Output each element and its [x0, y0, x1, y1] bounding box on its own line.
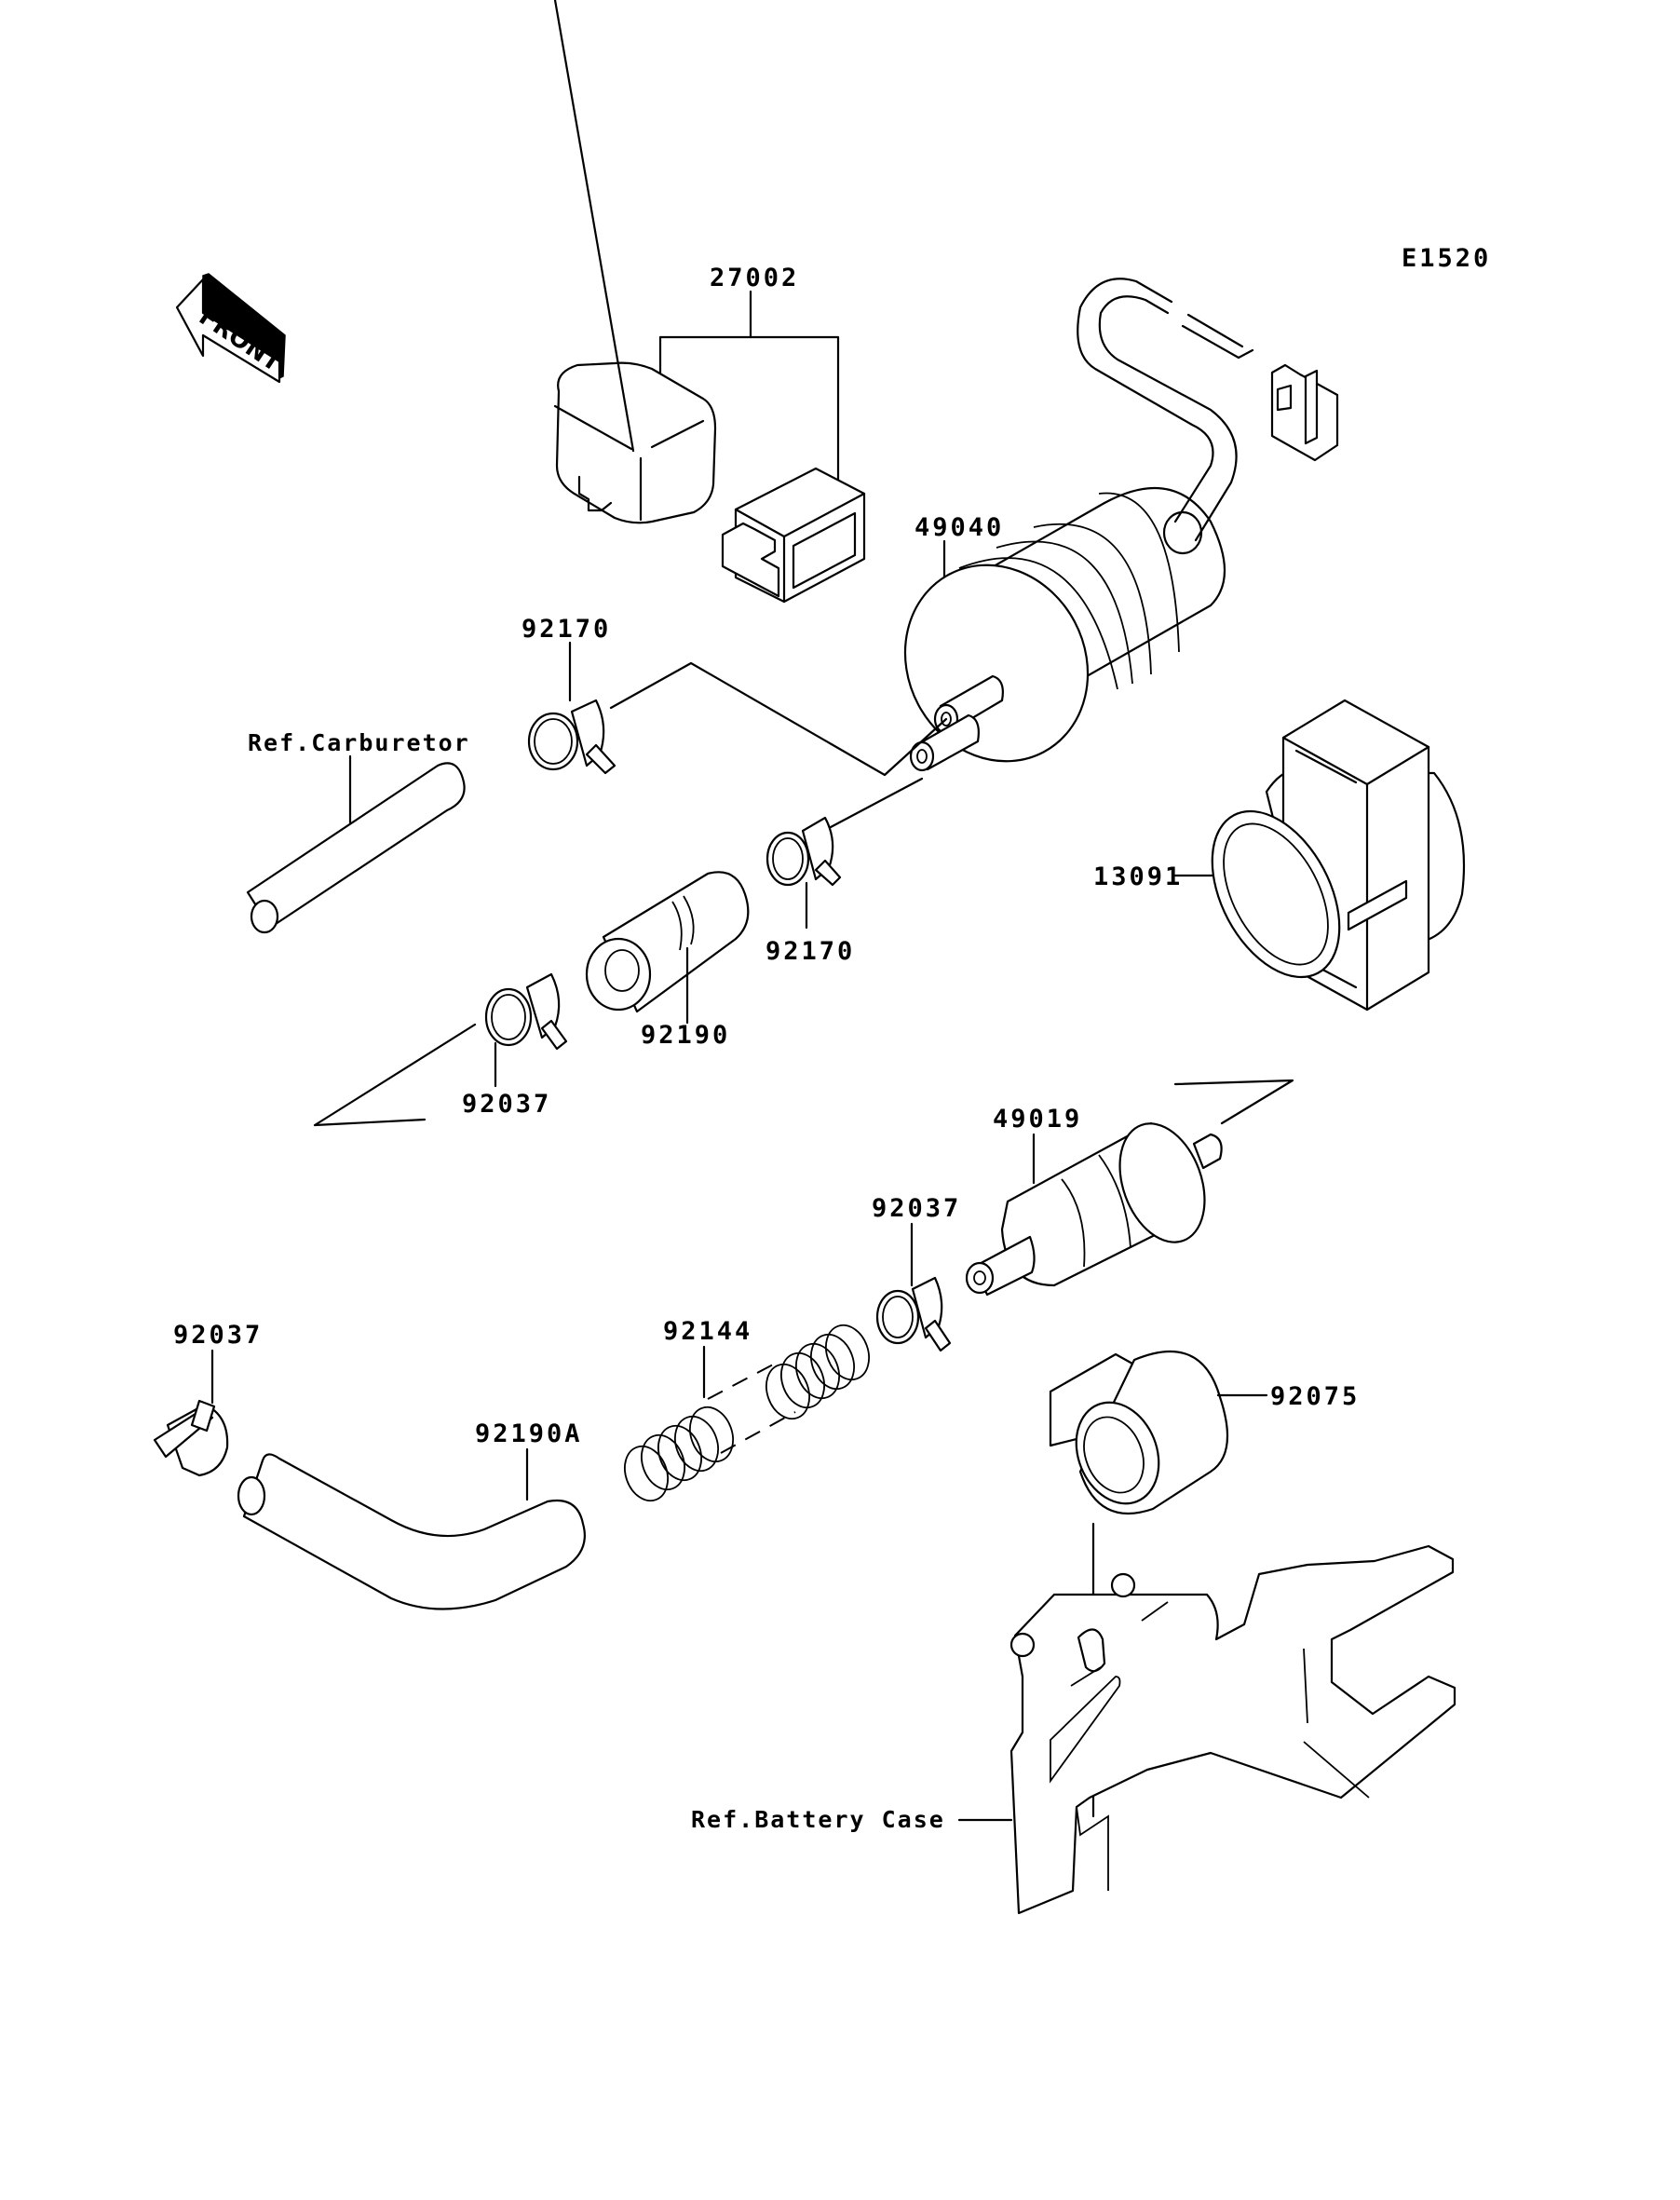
part-label-13091[interactable]: 13091 [1093, 862, 1183, 891]
part-label-92190[interactable]: 92190 [641, 1021, 730, 1050]
part-label-92170-upper[interactable]: 92170 [522, 615, 611, 644]
part-label-92144[interactable]: 92144 [663, 1317, 752, 1346]
part-label-92190A[interactable]: 92190A [475, 1419, 583, 1448]
pump-holder-13091[interactable] [1186, 699, 1466, 1012]
carburetor-hose-ref [246, 762, 466, 934]
part-label-49040[interactable]: 49040 [915, 513, 1004, 542]
hose-clamp-92170-lower[interactable] [765, 816, 842, 887]
ref-battery-case-label: Ref.Battery Case [691, 1806, 945, 1833]
part-label-92037-middle[interactable]: 92037 [462, 1090, 551, 1119]
hose-clamp-92170-upper[interactable] [527, 699, 616, 775]
diagram-code: E1520 [1402, 244, 1491, 273]
battery-case-bracket-ref [1009, 1544, 1456, 1915]
assembly-line-pump-bottom [829, 777, 924, 829]
part-label-49019[interactable]: 49019 [993, 1105, 1082, 1134]
part-label-92170-lower[interactable]: 92170 [765, 937, 855, 966]
hose-joint-92190[interactable] [585, 871, 750, 1013]
connector-27002[interactable] [721, 467, 866, 604]
front-arrow-icon: FRONT [175, 273, 286, 384]
assembly-line-filter [1173, 1079, 1294, 1125]
hose-clamp-92037-middle[interactable] [484, 972, 568, 1051]
ref-carburetor-label: Ref.Carburetor [248, 729, 470, 756]
fuel-filter-49019[interactable] [965, 1112, 1223, 1297]
relay-27002[interactable] [553, 0, 717, 524]
part-label-92037-left[interactable]: 92037 [173, 1321, 263, 1350]
damper-92075[interactable] [1049, 1351, 1229, 1516]
hose-clamp-92037-left[interactable] [153, 1399, 229, 1477]
part-label-92075[interactable]: 92075 [1270, 1382, 1360, 1411]
spring-92144[interactable] [617, 1319, 876, 1506]
assembly-line-pump-top [609, 661, 948, 777]
assembly-line-lower-left [313, 1023, 477, 1127]
part-label-27002[interactable]: 27002 [710, 264, 799, 292]
fuel-pump-49040[interactable] [871, 278, 1339, 794]
hose-clamp-92037-filter[interactable] [875, 1276, 952, 1352]
part-label-92037-filter[interactable]: 92037 [872, 1194, 961, 1223]
fuel-hose-92190A[interactable] [237, 1453, 586, 1610]
